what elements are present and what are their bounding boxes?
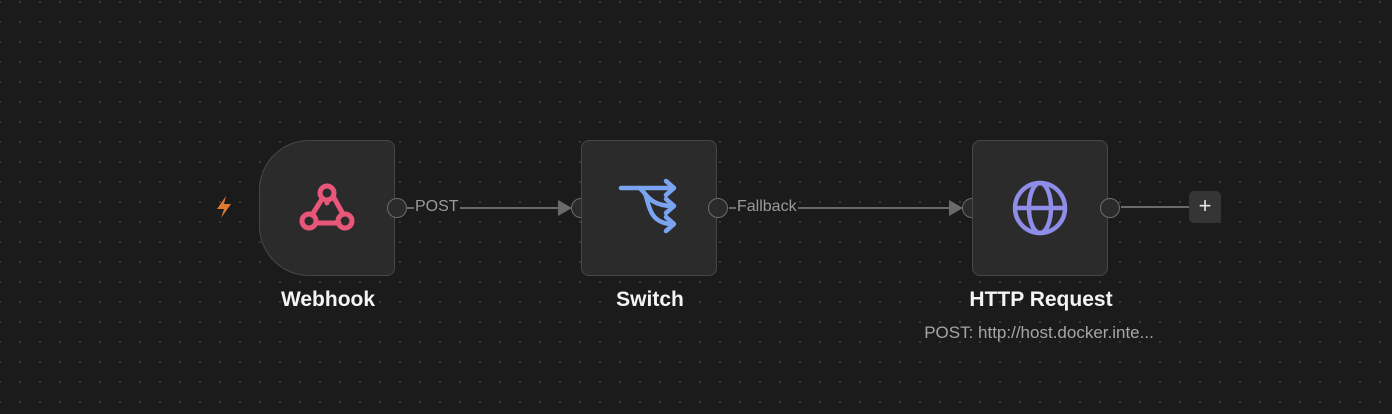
http-output-handle[interactable] [1100, 198, 1120, 218]
node-label-http-request: HTTP Request [969, 288, 1113, 311]
edge-arrowhead [949, 200, 963, 216]
edge-label-fallback: Fallback [736, 198, 798, 216]
globe-icon [1012, 180, 1068, 236]
edge-label-post: POST [414, 198, 460, 216]
node-subtitle-http-request: POST: http://host.docker.inte... [924, 323, 1154, 342]
trigger-lightning-icon [217, 196, 231, 218]
node-http-request[interactable] [972, 140, 1108, 276]
switch-output-handle[interactable] [708, 198, 728, 218]
webhook-output-handle[interactable] [387, 198, 407, 218]
edge-arrowhead [558, 200, 572, 216]
node-label-switch: Switch [616, 288, 684, 311]
add-node-button[interactable]: + [1189, 191, 1221, 223]
switch-icon [618, 178, 677, 234]
node-webhook[interactable] [259, 140, 395, 276]
node-switch[interactable] [581, 140, 717, 276]
webhook-icon [299, 183, 355, 231]
node-label-webhook: Webhook [280, 288, 376, 311]
